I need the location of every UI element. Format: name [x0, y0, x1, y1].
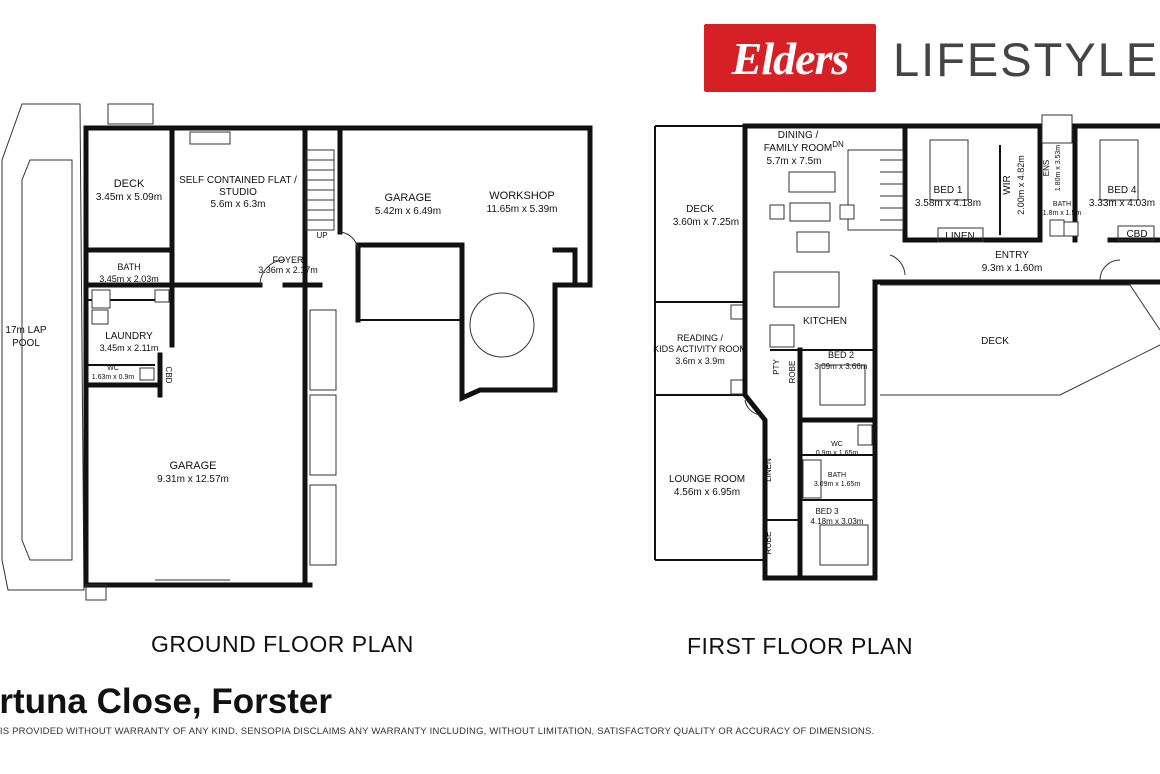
bed-2 — [819, 364, 866, 406]
family-room-label: FAMILY ROOM — [764, 143, 833, 154]
cbd-label-first: CBD — [1126, 229, 1147, 240]
linen-top-label: LINEN — [945, 231, 974, 242]
robe-2-label: ROBE — [764, 532, 773, 555]
ground-floor-plan — [1, 103, 593, 601]
workshop-label: WORKSHOP — [489, 190, 554, 202]
flat-dim: 5.6m x 6.3m — [210, 199, 265, 210]
deck-label: DECK — [114, 178, 145, 190]
bed-4 — [1099, 139, 1139, 201]
dn-label: DN — [832, 140, 844, 149]
bath-first-dim: 3.09m x 1.65m — [814, 481, 860, 488]
studio-label: STUDIO — [219, 187, 257, 198]
first-floor-title: FIRST FLOOR PLAN — [687, 633, 914, 659]
foyer-label: FOYER — [272, 255, 304, 265]
wc-first-dim: 0.9m x 1.65m — [816, 450, 859, 457]
garage-main-dim: 9.31m x 12.57m — [157, 474, 229, 485]
bed3-dim: 4.18m x 3.03m — [811, 517, 864, 526]
ground-floor-title: GROUND FLOOR PLAN — [151, 631, 414, 657]
pty-label: PTY — [772, 359, 781, 375]
wc-dim: 1.63m x 0.9m — [92, 374, 135, 381]
property-address: ortuna Close, Forster — [0, 682, 332, 721]
reading-dim: 3.6m x 3.9m — [675, 356, 725, 366]
pool-outline — [1, 103, 85, 591]
workshop-dim: 11.65m x 5.39m — [487, 204, 558, 215]
pool-label: 17m LAP — [5, 325, 46, 336]
wir-dim: 2.00m x 4.82m — [1016, 155, 1026, 215]
bed4-dim: 3.33m x 4.03m — [1089, 198, 1155, 209]
linen-side-label: LINEN — [764, 458, 773, 482]
bath-dim: 3.45m x 2.03m — [99, 274, 159, 284]
pool-inner — [21, 159, 73, 561]
deck-right-label: DECK — [981, 336, 1009, 347]
ens-dim: 1.80m x 3.53m — [1055, 145, 1062, 191]
garage-top-dim: 5.42m x 6.49m — [375, 206, 441, 217]
garage-main-label: GARAGE — [169, 460, 216, 472]
foyer-dim: 3.36m x 2.17m — [258, 265, 318, 275]
wc-first-label: WC — [831, 441, 843, 448]
laundry-dim: 3.45m x 2.11m — [100, 343, 159, 353]
dining-label: DINING / — [778, 130, 819, 141]
bath-small-dim: 1.8m x 1.5m — [1043, 210, 1082, 217]
ground-floor-labels: DECK 3.45m x 5.09m SELF CONTAINED FLAT /… — [5, 175, 557, 485]
sofa — [788, 171, 836, 193]
entry-label: ENTRY — [995, 250, 1029, 261]
kids-activity-label: KIDS ACTIVITY ROOM — [653, 344, 747, 354]
bed3-label: BED 3 — [815, 507, 839, 516]
bed1-dim: 3.58m x 4.18m — [915, 198, 981, 209]
deck-dim: 3.45m x 5.09m — [96, 192, 162, 203]
bed2-label: BED 2 — [828, 350, 854, 360]
logo-text: Elders — [731, 32, 850, 84]
wir-label: WIR — [1002, 175, 1013, 194]
bed4-label: BED 4 — [1108, 185, 1137, 196]
bath-label: BATH — [117, 262, 140, 272]
kitchen-label: KITCHEN — [803, 316, 847, 327]
dining-table — [789, 202, 831, 222]
ens-label: ENS — [1042, 160, 1051, 176]
disclaimer-text: N IS PROVIDED WITHOUT WARRANTY OF ANY KI… — [0, 726, 875, 737]
deck-left-label: DECK — [686, 204, 714, 215]
bed1-label: BED 1 — [934, 185, 963, 196]
deck-left-dim: 3.60m x 7.25m — [673, 217, 739, 228]
first-floor-stairs — [847, 149, 904, 231]
first-floor-labels: DINING / FAMILY ROOM 5.7m x 7.5m DN BED … — [653, 130, 1155, 554]
bed2-dim: 3.09m x 3.66m — [815, 362, 868, 371]
dining-dim: 5.7m x 7.5m — [766, 156, 821, 167]
entry-dim: 9.3m x 1.60m — [982, 263, 1043, 274]
lounge-label: LOUNGE ROOM — [669, 474, 745, 485]
workshop-circle — [469, 292, 535, 358]
flat-label: SELF CONTAINED FLAT / — [179, 175, 297, 186]
up-label: UP — [316, 231, 327, 240]
lounge-dim: 4.56m x 6.95m — [674, 487, 740, 498]
bed-3 — [819, 524, 869, 566]
reading-label: READING / — [677, 333, 724, 343]
bath-first-label: BATH — [828, 472, 846, 479]
bed-1 — [929, 139, 969, 201]
laundry-label: LAUNDRY — [105, 331, 153, 342]
robe-1-label: ROBE — [788, 361, 797, 384]
garage-top-label: GARAGE — [384, 192, 431, 204]
first-floor-plan — [654, 114, 1160, 581]
pool-label-2: POOL — [12, 338, 40, 349]
wc-label: WC — [107, 365, 119, 372]
cbd-label: CBD — [164, 367, 173, 384]
lifestyle-wordmark: LIFESTYLE — [893, 33, 1160, 86]
kitchen-island — [773, 271, 840, 308]
elders-logo: Elders — [704, 24, 876, 92]
bath-small-label: BATH — [1053, 201, 1071, 208]
